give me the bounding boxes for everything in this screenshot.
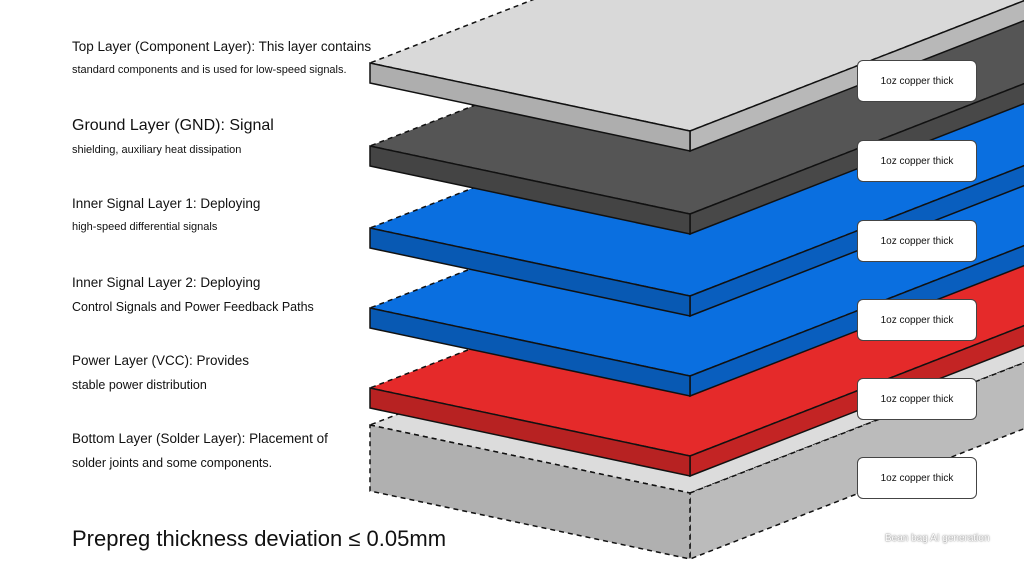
layer-text: standard components and is used for low-… [72,64,347,76]
layer-top-front-face [369,62,691,152]
thickness-label: 1oz copper thick [857,299,977,341]
thickness-label: 1oz copper thick [857,457,977,499]
layer-title: Inner Signal Layer 2: Deploying [72,275,261,290]
layer-desc-bottom: Bottom Layer (Solder Layer): Placement o… [72,430,372,470]
thickness-label: 1oz copper thick [857,140,977,182]
layer-bottom-front-face [369,424,691,560]
layer-gnd-front-face [369,145,691,235]
thickness-label: 1oz copper thick [857,378,977,420]
layer-text: solder joints and some components. [72,456,273,470]
layer-title: Ground Layer (GND): Signal [72,117,274,134]
thickness-label: 1oz copper thick [857,220,977,262]
layer-text: Control Signals and Power Feedback Paths [72,300,314,314]
prepreg-note: Prepreg thickness deviation ≤ 0.05mm [72,526,447,551]
layer-desc-top: Top Layer (Component Layer): This layer … [72,38,372,76]
layer-text: stable power distribution [72,378,207,392]
layer-title: Power Layer (VCC): Provides [72,353,250,368]
layer-signal2-front-face [369,307,691,397]
layer-title: Bottom Layer (Solder Layer): Placement o… [72,431,328,446]
layer-text: shielding, auxiliary heat dissipation [72,144,242,156]
layer-desc-signal1: Inner Signal Layer 1: Deploying high-spee… [72,195,372,233]
watermark: Bean bag AI generation [885,533,990,544]
layer-signal1-front-face [369,227,691,317]
layer-desc-gnd: Ground Layer (GND): Signal shielding, aux… [72,116,372,156]
layer-title: Top Layer (Component Layer): This layer … [72,39,372,54]
layer-desc-power: Power Layer (VCC): Provides stable power … [72,352,372,392]
thickness-label: 1oz copper thick [857,60,977,102]
layer-title: Inner Signal Layer 1: Deploying [72,196,261,211]
layer-text: high-speed differential signals [72,221,218,233]
layer-power-front-face [369,387,691,477]
